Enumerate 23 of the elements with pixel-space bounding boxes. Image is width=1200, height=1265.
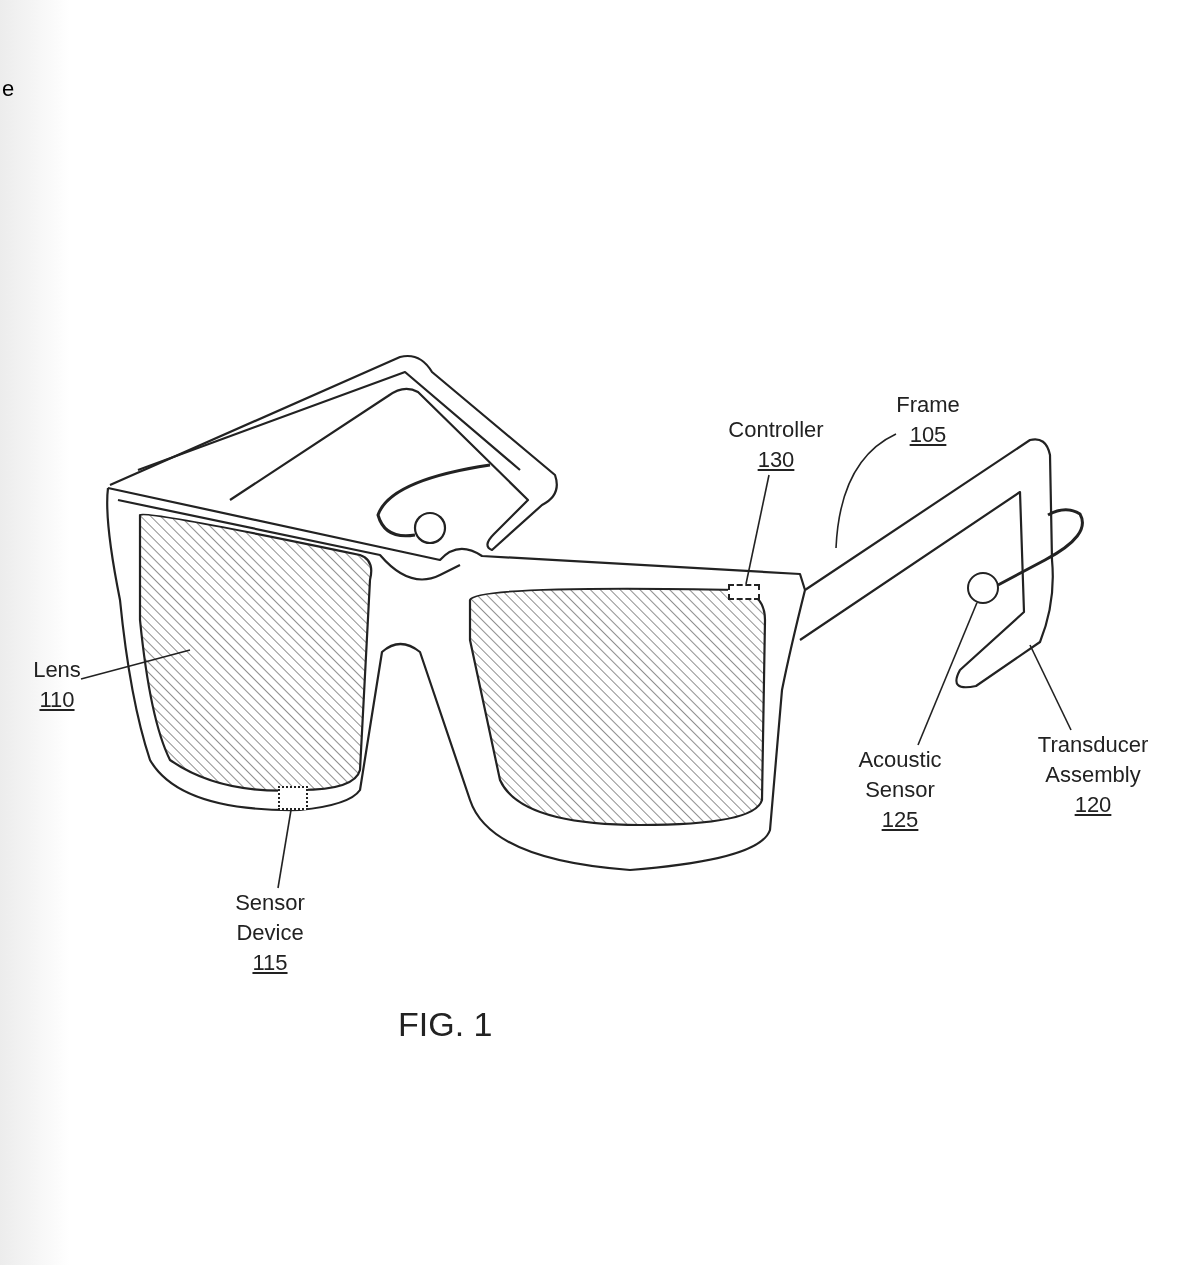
cut-off-text: e: [2, 76, 15, 102]
part-name: Sensor Device: [234, 889, 306, 947]
leader-line: [835, 433, 897, 549]
figure-caption: FIG. 1: [398, 1005, 493, 1044]
reference-numeral: 130: [757, 446, 795, 474]
reference-numeral: 105: [909, 421, 947, 449]
part-name: Controller: [728, 416, 824, 444]
sensor-device-box: [278, 786, 308, 810]
part-name: Frame: [896, 391, 960, 419]
leader-line: [1029, 644, 1072, 731]
part-name: Lens: [33, 656, 81, 684]
controller-box: [728, 584, 760, 600]
acoustic-sensor-circle: [967, 572, 999, 604]
reference-numeral: 115: [252, 949, 288, 977]
part-name: Acoustic Sensor: [857, 746, 943, 804]
reference-numeral: 120: [1074, 791, 1112, 819]
leader-line: [80, 649, 191, 680]
leader-line: [277, 809, 292, 889]
reference-numeral: 125: [881, 806, 919, 834]
part-name: Transducer Assembly: [1036, 731, 1150, 789]
leader-line: [917, 602, 978, 746]
reference-numeral: 110: [39, 686, 75, 714]
leader-line: [745, 474, 770, 585]
